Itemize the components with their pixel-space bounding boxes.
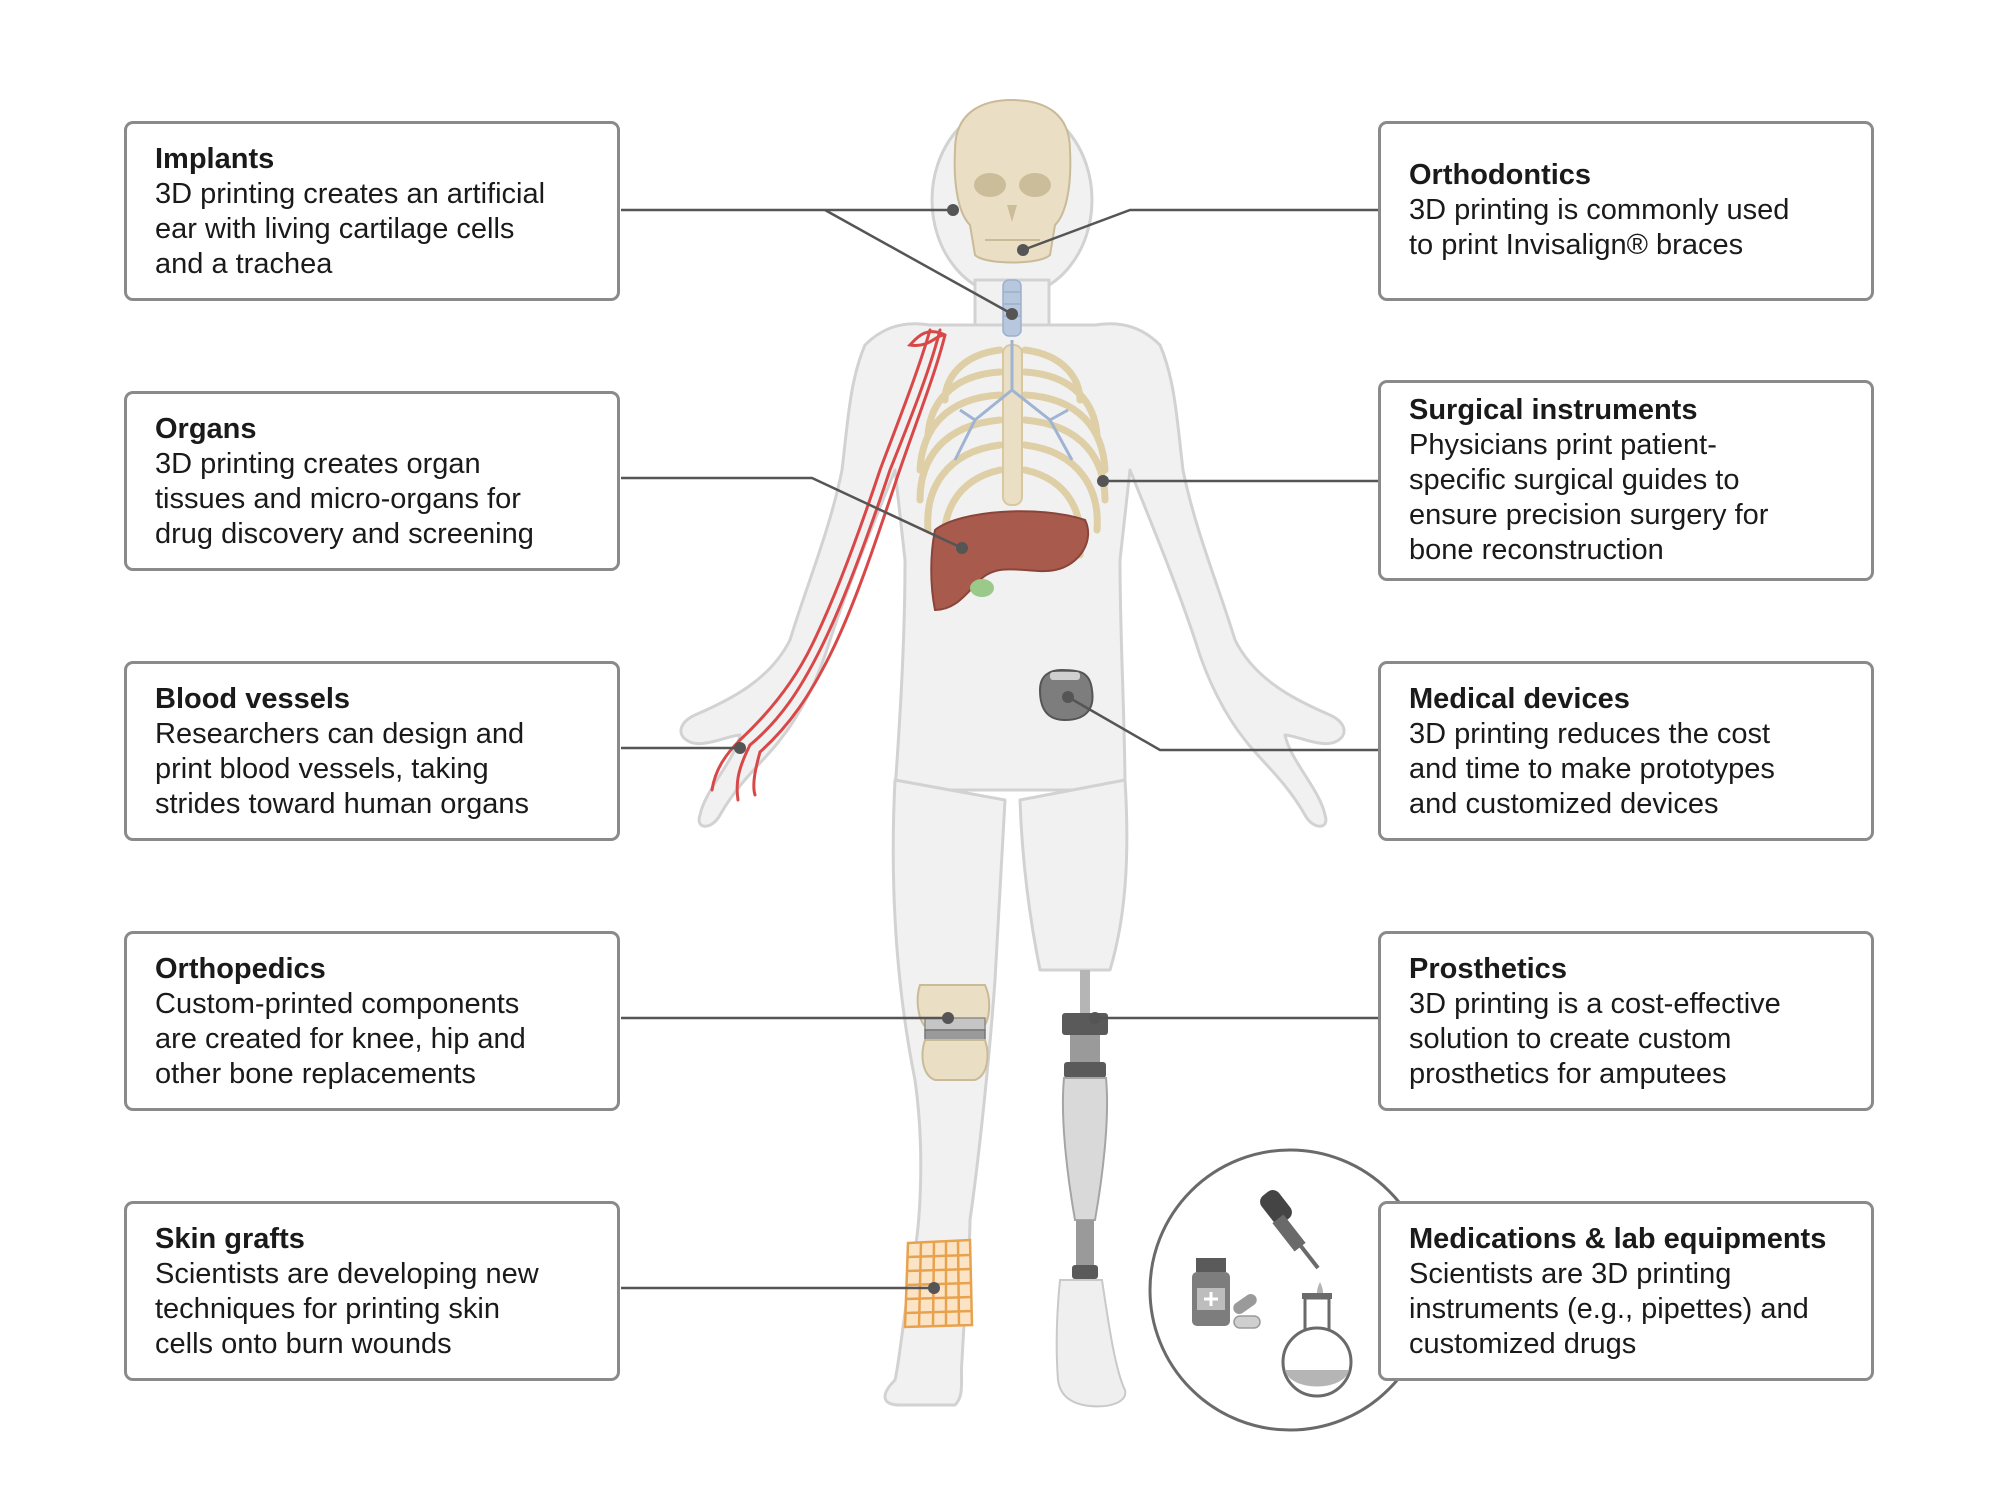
card-orthodontics: Orthodontics 3D printing is commonly use… bbox=[1378, 121, 1874, 301]
card-medical-devices: Medical devices 3D printing reduces the … bbox=[1378, 661, 1874, 841]
card-prosthetics: Prosthetics 3D printing is a cost-effect… bbox=[1378, 931, 1874, 1111]
pills-icon bbox=[1233, 1293, 1261, 1329]
card-line: other bone replacements bbox=[155, 1058, 476, 1090]
card-surgical-instruments: Surgical instruments Physicians print pa… bbox=[1378, 380, 1874, 581]
card-title: Skin grafts bbox=[155, 1223, 305, 1255]
human-body bbox=[679, 102, 1346, 1407]
card-title: Medications & lab equipments bbox=[1409, 1223, 1827, 1255]
card-title: Medical devices bbox=[1409, 683, 1630, 715]
card-line: customized drugs bbox=[1409, 1328, 1637, 1360]
card-line: ensure precision surgery for bbox=[1409, 499, 1769, 531]
card-line: prosthetics for amputees bbox=[1409, 1058, 1727, 1090]
card-line: Scientists are developing new bbox=[155, 1258, 539, 1290]
knee-implant-icon bbox=[916, 984, 991, 1081]
card-organs: Organs 3D printing creates organ tissues… bbox=[124, 391, 620, 571]
artery-icon bbox=[710, 328, 947, 802]
card-line: Researchers can design and bbox=[155, 718, 525, 750]
medicine-bottle-icon bbox=[1192, 1258, 1230, 1326]
card-line: 3D printing creates an artificial bbox=[155, 178, 546, 210]
prosthetic-leg-icon bbox=[1055, 970, 1127, 1408]
card-line: instruments (e.g., pipettes) and bbox=[1409, 1293, 1809, 1325]
card-line: and time to make prototypes bbox=[1409, 753, 1775, 785]
card-line: and a trachea bbox=[155, 248, 333, 280]
card-implants: Implants 3D printing creates an artifici… bbox=[124, 121, 620, 301]
card-title: Blood vessels bbox=[155, 683, 351, 715]
card-line: Custom-printed components bbox=[155, 988, 520, 1020]
liver-icon bbox=[930, 510, 1090, 612]
card-blood-vessels: Blood vessels Researchers can design and… bbox=[124, 661, 620, 841]
connector-dots bbox=[734, 204, 1109, 1294]
card-line: cells onto burn wounds bbox=[155, 1328, 452, 1360]
card-medications: Medications & lab equipments Scientists … bbox=[1378, 1201, 1874, 1381]
card-line: Physicians print patient- bbox=[1409, 429, 1717, 461]
card-line: 3D printing creates organ bbox=[155, 448, 481, 480]
card-title: Surgical instruments bbox=[1409, 394, 1698, 426]
card-orthopedics: Orthopedics Custom-printed components ar… bbox=[124, 931, 620, 1111]
flask-icon bbox=[1281, 1293, 1353, 1398]
card-line: to print Invisalign® braces bbox=[1409, 229, 1744, 261]
bronchi-icon bbox=[953, 340, 1074, 461]
card-line: strides toward human organs bbox=[155, 788, 529, 820]
skull-icon bbox=[953, 98, 1072, 264]
card-line: and customized devices bbox=[1409, 788, 1719, 820]
card-line: Scientists are 3D printing bbox=[1409, 1258, 1732, 1290]
card-line: specific surgical guides to bbox=[1409, 464, 1740, 496]
connector-lines bbox=[621, 208, 1378, 1290]
card-title: Implants bbox=[155, 143, 275, 175]
card-line: ear with living cartilage cells bbox=[155, 213, 515, 245]
card-line: 3D printing is a cost-effective bbox=[1409, 988, 1781, 1020]
card-title: Orthopedics bbox=[155, 953, 326, 985]
card-line: solution to create custom bbox=[1409, 1023, 1732, 1055]
card-skin-grafts: Skin grafts Scientists are developing ne… bbox=[124, 1201, 620, 1381]
card-title: Orthodontics bbox=[1409, 159, 1592, 191]
card-line: drug discovery and screening bbox=[155, 518, 534, 550]
card-line: print blood vessels, taking bbox=[155, 753, 489, 785]
card-line: 3D printing is commonly used bbox=[1409, 194, 1790, 226]
card-line: 3D printing reduces the cost bbox=[1409, 718, 1771, 750]
card-title: Prosthetics bbox=[1409, 953, 1567, 985]
skin-graft-mesh-icon bbox=[903, 1238, 974, 1329]
card-title: Organs bbox=[155, 413, 257, 445]
medications-circle bbox=[1148, 1148, 1432, 1432]
card-line: techniques for printing skin bbox=[155, 1293, 500, 1325]
card-line: bone reconstruction bbox=[1409, 534, 1664, 566]
card-line: are created for knee, hip and bbox=[155, 1023, 526, 1055]
card-line: tissues and micro-organs for bbox=[155, 483, 521, 515]
